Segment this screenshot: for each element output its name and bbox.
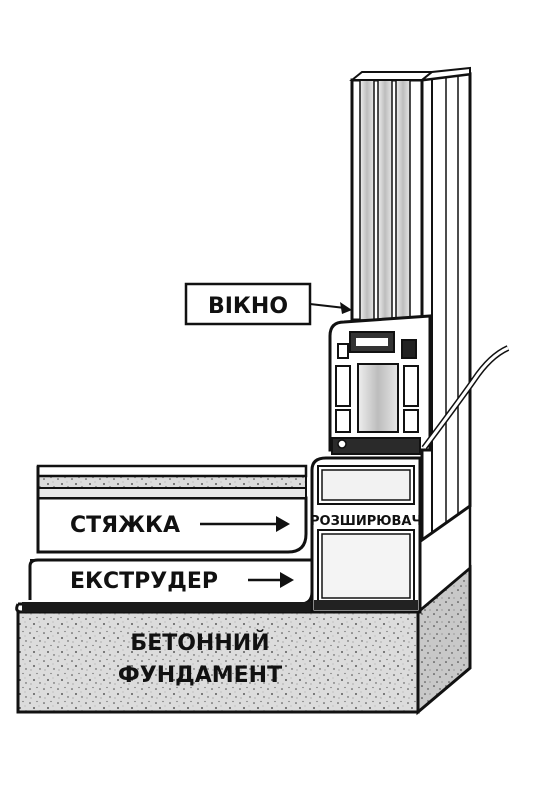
floor-layers (18, 464, 314, 612)
expander-profile (310, 456, 422, 614)
screed-label-text: СТЯЖКА (70, 513, 180, 538)
arrow-right-icon (248, 572, 294, 588)
expander-label-text: РОЗШИРЮВАЧ (310, 514, 422, 529)
seal-cable-inner (422, 346, 509, 449)
concrete-foundation (15, 564, 472, 716)
window-label: ВІКНО (184, 282, 352, 326)
screed-label: СТЯЖКА (70, 513, 290, 538)
window-frame (328, 66, 472, 543)
extruder-label-text: ЕКСТРУДЕР (70, 569, 218, 594)
foundation-label-line1: БЕТОННИЙ (130, 630, 269, 656)
arrow-right-icon (200, 516, 290, 532)
window-label-box (184, 282, 312, 326)
foundation-label-line2: ФУНДАМЕНТ (118, 663, 282, 688)
window-label-text: ВІКНО (208, 294, 288, 319)
extruder-label: ЕКСТРУДЕР (70, 569, 294, 594)
leader-arrow-icon (309, 302, 352, 314)
